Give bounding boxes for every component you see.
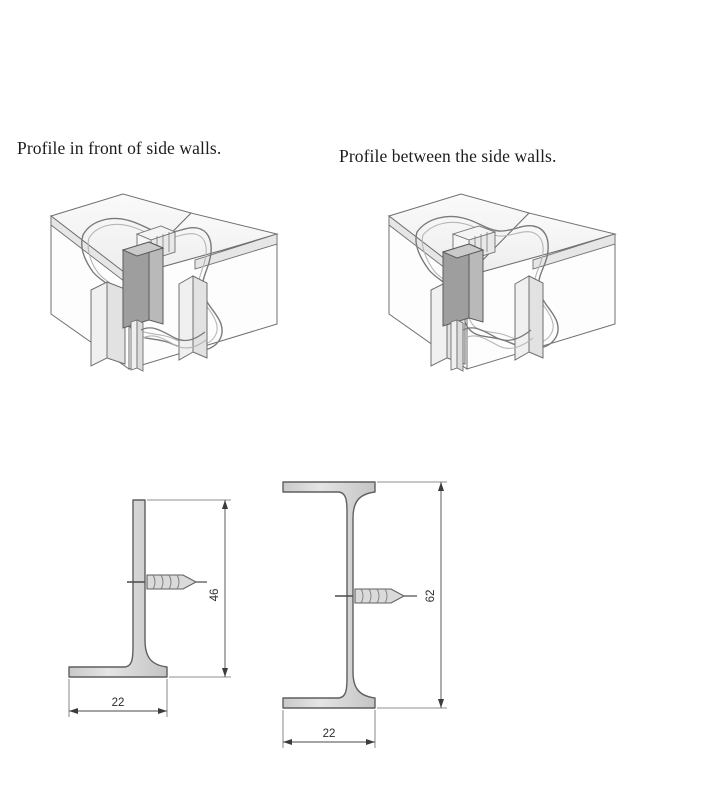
side-wall-front-slab <box>90 275 208 367</box>
wall-block-body <box>49 193 279 370</box>
dimension-width: 22 <box>68 679 168 717</box>
angle-profile-section-drawing: 46 22 <box>55 485 285 735</box>
dimension-height-label: 46 <box>209 589 221 602</box>
dimension-width-label: 22 <box>323 728 336 740</box>
wall-anchor-plug-icon <box>127 574 207 590</box>
dimension-width: 22 <box>282 710 376 748</box>
caption-profile-between: Profile between the side walls. <box>339 146 557 166</box>
lower-cut-edge <box>140 327 206 342</box>
caption-profile-in-front: Profile in front of side walls. <box>17 138 222 158</box>
dimension-width-label: 22 <box>112 697 125 709</box>
dimension-height-label: 62 <box>425 590 437 603</box>
channel-profile-section-drawing: 62 22 <box>265 460 500 755</box>
dimension-height: 62 <box>377 481 447 709</box>
angle-profile-3d <box>121 225 177 372</box>
channel-profile-3d <box>441 225 497 372</box>
dimension-height: 46 <box>147 499 231 678</box>
lower-cut-edge <box>462 327 532 342</box>
isometric-view-profile-between <box>383 172 617 390</box>
angle-profile-outline <box>68 499 168 678</box>
wall-block-body <box>387 193 617 370</box>
isometric-view-profile-in-front <box>45 172 279 390</box>
wall-anchor-plug-icon <box>335 588 417 604</box>
channel-profile-outline <box>282 481 376 709</box>
